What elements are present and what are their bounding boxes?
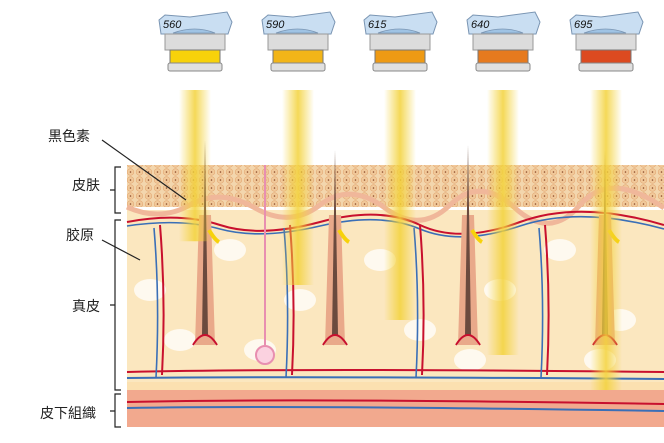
hair-shaft [332,150,338,335]
artery-vertical [544,224,550,376]
artery-vertical [419,224,425,376]
filter-wavelength-label: 560 [163,19,182,31]
artery-plexus [126,369,664,373]
filter-lens [377,28,421,34]
subcutaneous-bracket [110,393,121,428]
collagen-blob [404,319,436,341]
filter-wavelength-label: 590 [266,19,285,31]
light-beam [282,90,314,285]
fat-line [127,382,664,390]
filter-lens [583,28,627,34]
filter-base [475,62,531,72]
filter-glass [374,49,426,64]
sebaceous-gland [470,228,484,244]
filter-head: 560 [158,11,233,72]
collagen-blob [214,239,246,261]
filter-body [164,33,226,51]
filter-wavelength-label: 695 [574,19,593,31]
vein-lower [126,406,664,412]
collagen-pointer [101,239,141,261]
filter-head: 695 [569,11,644,72]
filter-base [372,62,428,72]
filter-glass [477,49,529,64]
filter-wavelength-label: 615 [368,19,387,31]
sebaceous-gland [337,228,351,244]
vein-vertical [538,227,544,379]
collagen-blob [454,349,486,371]
filter-lens [480,28,524,34]
filter-glass [169,49,221,64]
filter-lens [172,28,216,34]
filter-head: 615 [363,11,438,72]
sweat-gland [255,345,275,365]
label-collagen: 胶原 [66,228,94,244]
melanin-pointer [101,139,187,201]
collagen-blob [164,329,196,351]
bracket-lines [101,139,187,428]
collagen-blob [544,239,576,261]
hair-bulb-vessel [192,334,218,346]
light-beam [384,90,416,320]
hair-shaft [465,145,471,335]
epidermis-bracket [110,166,121,214]
filter-body [267,33,329,51]
filter-glass [580,49,632,64]
hair-bulb-vessel [322,334,348,346]
filter-heads: 560 590 615 640 695 [158,11,644,72]
filter-body [369,33,431,51]
filter-base [167,62,223,72]
label-dermis: 真皮 [72,299,100,315]
light-beam [590,90,622,390]
filter-base [578,62,634,72]
hair-bulb-vessel [455,334,481,346]
dermis-bracket [110,219,121,391]
label-epidermis: 皮肤 [72,178,100,194]
filter-lens [275,28,319,34]
collagen-blob [284,289,316,311]
label-subcutaneous: 皮下組織 [40,406,96,422]
filter-wavelength-label: 640 [471,19,490,31]
light-beam [487,90,519,355]
filter-head: 640 [466,11,541,72]
vein-plexus [126,376,664,380]
filter-body [472,33,534,51]
label-melanin: 黒色素 [48,129,90,145]
artery-lower [126,399,664,405]
light-beam [179,90,211,242]
artery-vertical [159,224,165,376]
vein-vertical [153,227,159,379]
light-beams [179,90,622,390]
filter-glass [272,49,324,64]
filter-head: 590 [261,11,336,72]
collagen-blob [134,279,166,301]
filter-base [270,62,326,72]
filter-body [575,33,637,51]
